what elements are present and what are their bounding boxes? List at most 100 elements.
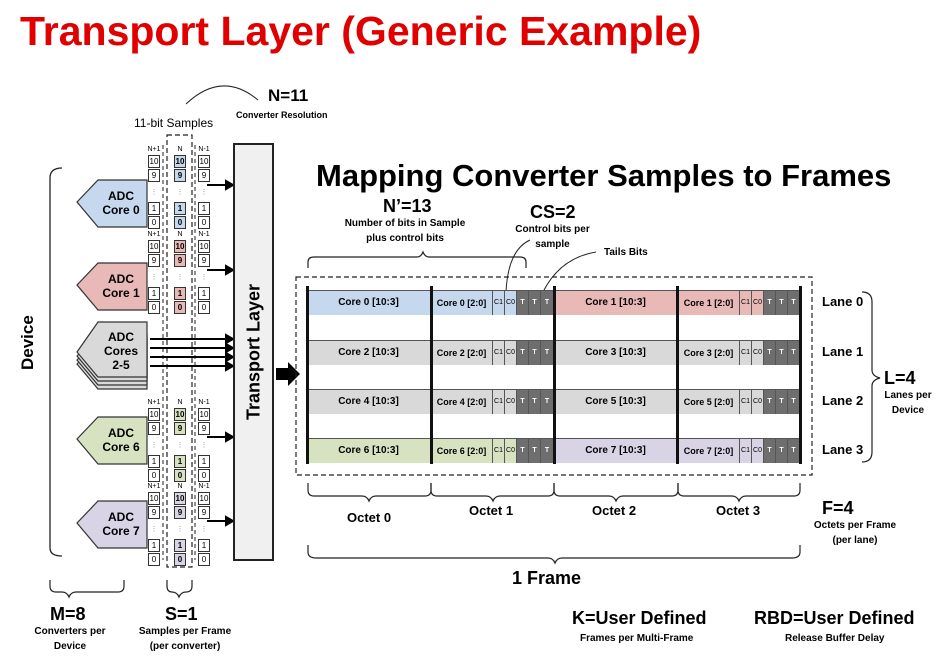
s-desc-line: Samples per Frame [138,626,232,637]
f-param-label: F=4 [822,498,854,518]
lane-label: Lane 0 [822,294,864,309]
control-bit: C1 [493,291,505,315]
control-bit: C1 [740,341,752,365]
control-bit: C1 [740,291,752,315]
bit-cell: 10 [198,240,210,253]
bit-cell: 1 [148,455,160,468]
tail-bit: T [764,439,776,463]
transport-layer-label: Transport Layer [243,283,263,421]
adc-label: ADC [108,330,134,344]
ellipsis-icon: ⋮ [176,274,184,281]
bit-cell: 1 [174,455,186,468]
nprime-desc-line: plus control bits [366,233,444,244]
bit-cell: 1 [198,455,210,468]
bit-cell: 10 [198,408,210,421]
sample-header: N+1 [147,399,161,406]
rbd-param-desc: Release Buffer Delay [785,633,885,644]
f-desc-line: (per lane) [832,535,878,546]
sample-segment: Core 1 [10:3] [554,291,678,315]
octet-boundary [553,286,556,464]
f-desc-line: Octets per Frame [813,520,897,531]
control-bit: C0 [505,439,517,463]
cs-desc-line: Control bits per [515,224,590,235]
ellipsis-icon: ⋮ [150,189,158,196]
lane-label: Lane 2 [822,393,864,408]
s-bracket [166,580,193,599]
sample-header: N [177,483,183,490]
bit-cell: 0 [198,301,210,314]
bit-cell: 1 [148,287,160,300]
m-param-label: M=8 [50,604,86,624]
tail-bit: T [776,390,788,414]
ellipsis-icon: ⋮ [150,526,158,533]
control-bit: C0 [752,390,764,414]
bit-cell: 9 [174,254,186,267]
control-bit: C1 [493,439,505,463]
tail-bit: T [764,341,776,365]
sample-header: N+1 [147,146,161,153]
frame-bracket [307,545,801,565]
ellipsis-icon: ⋮ [176,526,184,533]
sample-segment: Core 5 [10:3] [554,390,678,414]
tail-bit: T [529,390,541,414]
sample-header: N+1 [147,483,161,490]
tails-pointer [542,251,597,293]
ellipsis-icon: ⋮ [150,442,158,449]
big-arrow [276,362,300,386]
s-param-desc: Samples per Frame(per converter) [130,624,240,654]
bit-cell: 9 [198,506,210,519]
octet-brackets [307,483,801,503]
device-label: Device [18,315,37,370]
k-param-label: K=User Defined [572,608,707,628]
control-bit: C1 [740,439,752,463]
octet-label: Octet 3 [716,503,761,518]
tail-bit: T [776,439,788,463]
n-param-label: N=11 [268,86,309,105]
bit-cell: 0 [198,553,210,566]
ellipsis-icon: ⋮ [150,274,158,281]
m-desc-line: Converters per [34,626,106,637]
bit-cell: 0 [174,301,186,314]
tail-bit: T [776,291,788,315]
sample-segment: Core 2 [10:3] [307,341,431,365]
sample-header: N [177,399,183,406]
samples-label: 11-bit Samples [134,116,214,130]
transport-layer-box: Transport Layer [233,143,274,561]
device-bracket [49,167,63,557]
sample-segment: Core 4 [2:0] [431,390,493,414]
adc-label: Cores [103,344,138,358]
octet-boundary [430,286,433,464]
tail-bit: T [517,341,529,365]
lane-label: Lane 1 [822,344,864,359]
cs-pointer [505,239,531,293]
control-bit: C1 [493,390,505,414]
bit-cell: 9 [148,254,160,267]
bit-cell: 10 [174,408,186,421]
octet-boundary [306,286,309,464]
sample-header: N-1 [198,231,210,238]
l-param-label: L=4 [884,368,916,388]
sample-segment: Core 4 [10:3] [307,390,431,414]
bit-cell: 0 [148,469,160,482]
sample-header: N [177,146,183,153]
bit-cell: 9 [174,422,186,435]
bit-cell: 0 [148,553,160,566]
lane-label: Lane 3 [822,442,864,457]
ellipsis-icon: ⋮ [176,442,184,449]
control-bit: C1 [740,390,752,414]
adc-label: Core 7 [102,524,140,538]
